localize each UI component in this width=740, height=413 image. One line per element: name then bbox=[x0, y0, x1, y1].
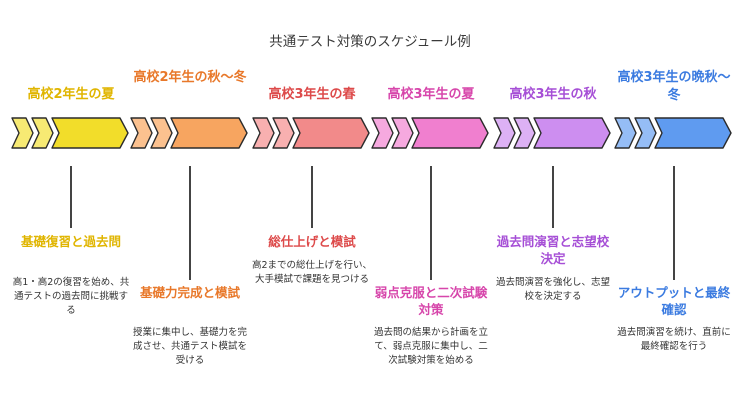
stage-arrow-icon bbox=[252, 117, 370, 149]
stage-description: 高1・高2の復習を始め、共通テストの過去問に挑戦する bbox=[12, 277, 130, 316]
stage-1: 高校2年生の夏基礎復習と過去問高1・高2の復習を始め、共通テストの過去問に挑戦す… bbox=[10, 0, 132, 413]
stage-heading: 総仕上げと模試 bbox=[268, 234, 356, 249]
chevron-1 bbox=[493, 117, 516, 149]
connector-line bbox=[552, 166, 554, 228]
stage-description: 過去問演習を強化し、志望校を決定する bbox=[495, 277, 610, 302]
chevron-1 bbox=[130, 117, 153, 149]
stage-heading: 基礎復習と過去問 bbox=[20, 234, 121, 249]
stage-heading: 過去問演習と志望校決定 bbox=[496, 234, 610, 266]
connector-line bbox=[430, 166, 432, 280]
stage-arrow-icon bbox=[493, 117, 611, 149]
chevron-2 bbox=[31, 117, 54, 149]
stage-description: 授業に集中し、基礎力を完成させ、共通テスト模試を受ける bbox=[132, 327, 247, 366]
connector-line bbox=[70, 166, 72, 228]
chevron-2 bbox=[150, 117, 173, 149]
diagram-title: 共通テスト対策のスケジュール例 bbox=[269, 34, 471, 50]
stage-heading: 基礎力完成と模試 bbox=[139, 285, 240, 300]
stage-arrow-icon bbox=[11, 117, 129, 149]
connector-line bbox=[189, 166, 191, 280]
stage-4: 高校3年生の夏弱点克服と二次試験対策過去問の結果から計画を立て、弱点克服に集中し… bbox=[370, 0, 492, 413]
chevron-3 bbox=[533, 117, 611, 149]
chevron-1 bbox=[252, 117, 275, 149]
chevron-3 bbox=[654, 117, 732, 149]
stage-period: 高校3年生の秋 bbox=[509, 87, 597, 102]
chevron-3 bbox=[51, 117, 129, 149]
stage-heading: 弱点克服と二次試験対策 bbox=[374, 285, 488, 317]
stage-arrow-icon bbox=[371, 117, 489, 149]
chevron-1 bbox=[11, 117, 34, 149]
stage-period: 高校3年生の晩秋〜冬 bbox=[617, 70, 731, 103]
chevron-3 bbox=[411, 117, 489, 149]
stage-description: 過去問の結果から計画を立て、弱点克服に集中し、二次試験対策を始める bbox=[373, 327, 488, 366]
stage-period: 高校2年生の秋〜冬 bbox=[133, 70, 247, 85]
chevron-2 bbox=[634, 117, 657, 149]
stage-period: 高校2年生の夏 bbox=[27, 87, 115, 102]
chevron-2 bbox=[272, 117, 295, 149]
connector-line bbox=[311, 166, 313, 228]
chevron-3 bbox=[170, 117, 248, 149]
chevron-1 bbox=[371, 117, 394, 149]
connector-line bbox=[673, 166, 675, 280]
stage-3: 高校3年生の春総仕上げと模試高2までの総仕上げを行い、大手模試で課題を見つける bbox=[251, 0, 373, 413]
chevron-1 bbox=[614, 117, 637, 149]
chevron-3 bbox=[292, 117, 370, 149]
stage-2: 高校2年生の秋〜冬基礎力完成と模試授業に集中し、基礎力を完成させ、共通テスト模試… bbox=[129, 0, 251, 413]
chevron-2 bbox=[391, 117, 414, 149]
stage-period: 高校3年生の夏 bbox=[387, 87, 475, 102]
stage-arrow-icon bbox=[614, 117, 732, 149]
stage-period: 高校3年生の春 bbox=[268, 87, 356, 102]
stage-arrow-icon bbox=[130, 117, 248, 149]
chevron-2 bbox=[513, 117, 536, 149]
stage-heading: アウトプットと最終確認 bbox=[617, 285, 731, 317]
stage-description: 高2までの総仕上げを行い、大手模試で課題を見つける bbox=[251, 260, 373, 285]
stage-6: 高校3年生の晩秋〜冬アウトプットと最終確認過去問演習を続け、直前に最終確認を行う bbox=[613, 0, 735, 413]
stage-5: 高校3年生の秋過去問演習と志望校決定過去問演習を強化し、志望校を決定する bbox=[492, 0, 614, 413]
stage-description: 過去問演習を続け、直前に最終確認を行う bbox=[617, 327, 731, 352]
